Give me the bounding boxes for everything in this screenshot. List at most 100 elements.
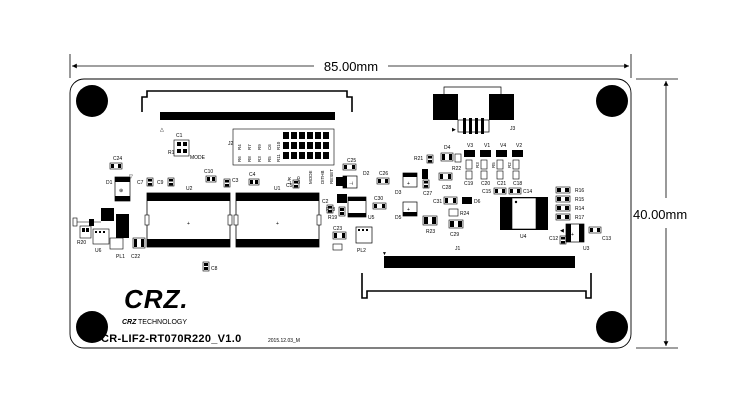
connector-j1: ▼ J1 — [361, 246, 592, 299]
logo-text: CRZ. — [124, 284, 189, 314]
c29-label: C29 — [450, 232, 459, 238]
svg-text:+: + — [187, 221, 190, 227]
ic-u3: + ◀ C12 C13 U3 — [549, 223, 611, 252]
r20-label: R20 — [77, 240, 86, 246]
board-name: CR-LIF2-RT070R220_V1.0 — [101, 333, 242, 345]
r16-label: R16 — [575, 188, 584, 194]
c18-label: C18 — [513, 181, 522, 187]
r10-label: R10 — [276, 141, 281, 150]
led-section: R21 D4 R22 C27 C28 C31 D6 R24 R23 C29 — [414, 145, 481, 238]
c23-label: C23 — [333, 226, 342, 232]
r22-label: R22 — [452, 166, 461, 172]
c12-label: C12 — [549, 236, 558, 242]
u2-label: U2 — [186, 186, 193, 192]
ic-u4: C15 C14 U4 — [482, 187, 548, 240]
r23-label: R23 — [426, 229, 435, 235]
r6-label: R6 — [237, 156, 242, 162]
svg-text:+: + — [571, 232, 574, 238]
c3-label: C3 — [232, 178, 239, 184]
r11-label: R11 — [276, 154, 281, 162]
r19-label: R19 — [328, 215, 337, 221]
v2-label: V2 — [516, 143, 522, 149]
v1-label: V1 — [484, 143, 490, 149]
connector-j2: △ J2 — [141, 90, 353, 147]
svg-text:⊕: ⊕ — [119, 188, 123, 194]
r5-mirror-label: R5 — [491, 162, 496, 168]
u6-label: U6 — [95, 248, 102, 254]
c5-label: C5 — [286, 183, 293, 189]
svg-text:+: + — [407, 181, 410, 187]
d4-label: D4 — [444, 145, 451, 151]
r1-label: R1 — [168, 150, 175, 156]
c6-label: C6 — [267, 144, 272, 150]
width-dimension: 85.00mm — [69, 54, 632, 78]
mounting-holes — [76, 85, 628, 343]
svg-text:△: △ — [160, 127, 164, 133]
c27-label: C27 — [423, 191, 432, 197]
height-dimension: 40.00mm — [633, 78, 687, 349]
r15-label: R15 — [575, 197, 584, 203]
jumper-dithb-label: DITHB — [320, 171, 325, 185]
r24-label: R24 — [460, 211, 469, 217]
c24-label: C24 — [113, 156, 122, 162]
jumper-lr-label: L/R — [287, 176, 292, 184]
ic-u1: U1 + — [233, 186, 322, 248]
r17-label: R17 — [575, 215, 584, 221]
svg-text:▽: ▽ — [129, 174, 133, 180]
d3-label: D3 — [395, 190, 402, 196]
pl1-label: PL1 — [116, 254, 125, 260]
svg-text:+: + — [407, 207, 410, 213]
svg-text:⊣: ⊣ — [349, 181, 353, 187]
c9-label: C9 — [157, 180, 164, 186]
height-dimension-label: 40.00mm — [633, 207, 687, 222]
u3-label: U3 — [583, 246, 590, 252]
c26-label: C26 — [379, 171, 388, 177]
j1-label: J1 — [455, 246, 461, 252]
cap-c8: C8 — [202, 261, 218, 272]
jumper-block: R4 R6 R7 R8 R9 R3 C6 R5 R10 R11 L/R U/D … — [232, 128, 335, 185]
svg-text:▼: ▼ — [382, 251, 387, 257]
j2-label: J2 — [228, 141, 234, 147]
c7-label: C7 — [137, 180, 144, 186]
c2-label: C2 — [322, 199, 329, 205]
r3-mirror-label: R3 — [475, 162, 480, 168]
u1-label: U1 — [274, 186, 281, 192]
r21-label: R21 — [414, 156, 423, 162]
c13-label: C13 — [602, 236, 611, 242]
c20-label: C20 — [481, 181, 490, 187]
ic-u2: U2 + — [144, 186, 233, 248]
mounting-hole-top-right — [596, 85, 628, 117]
jumper-reset-label: RESET — [329, 169, 334, 184]
pl2-label: PL2 — [357, 248, 366, 254]
decoupling-caps-row: C7 C9 C10 C3 C4 C5 — [137, 169, 300, 189]
svg-text:+: + — [276, 221, 279, 227]
c30-label: C30 — [374, 196, 383, 202]
u4-label: U4 — [520, 234, 527, 240]
d5-label: D5 — [395, 215, 402, 221]
v3-label: V3 — [467, 143, 473, 149]
u5-label: U5 — [368, 215, 375, 221]
r4-label: R4 — [237, 144, 242, 150]
mounting-hole-top-left — [76, 85, 108, 117]
varistor-row: V3 V1 V4 V2 R3 R5 R2 C19 C20 C21 C18 — [464, 143, 523, 187]
diodes-d3-d5: + D3 + D5 — [395, 172, 418, 221]
logo-sub-prefix: CRZ — [122, 319, 137, 326]
d1-label: D1 — [106, 180, 113, 186]
c19-label: C19 — [464, 181, 473, 187]
power-section: C25 D2 ⊣ C26 C2 R18 R19 U5 C30 C23 PL2 — [322, 158, 390, 254]
resistor-column: R16 R15 R14 R17 — [555, 186, 584, 221]
j3-label: J3 — [510, 126, 516, 132]
r2-label: R2 — [507, 162, 512, 168]
svg-text:◀: ◀ — [560, 228, 564, 234]
r18-label: R18 — [326, 207, 335, 213]
c22-label: C22 — [131, 254, 140, 260]
c25-label: C25 — [347, 158, 356, 164]
d2-label: D2 — [363, 171, 370, 177]
width-dimension-label: 85.00mm — [324, 59, 378, 74]
r14-label: R14 — [575, 206, 584, 212]
logo-sub-text: TECHNOLOGY — [138, 319, 187, 326]
mode-label: MODE — [190, 155, 206, 161]
r5-label: R5 — [267, 156, 272, 162]
